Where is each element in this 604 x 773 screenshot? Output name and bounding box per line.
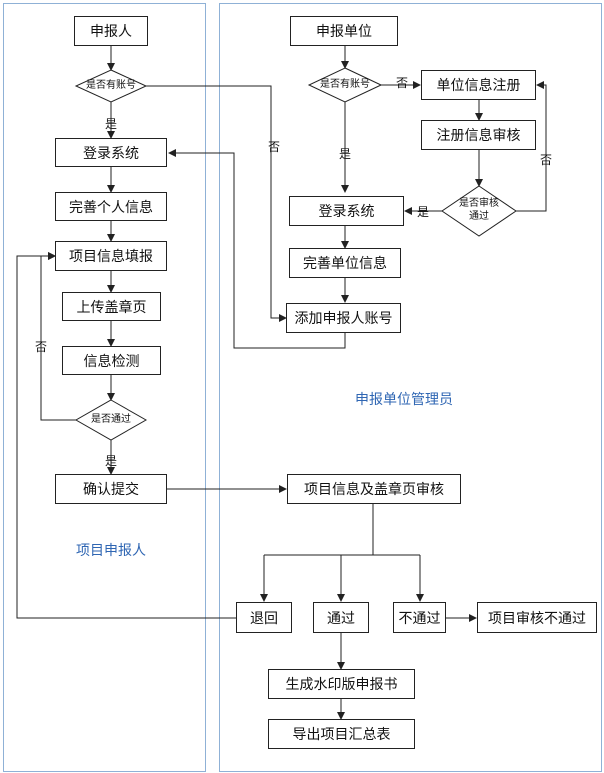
node-fill-project: 项目信息填报 [55, 241, 167, 271]
node-unit-register: 单位信息注册 [421, 70, 536, 100]
node-add-applicant: 添加申报人账号 [286, 303, 401, 333]
node-review-fail: 项目审核不通过 [477, 602, 597, 633]
edge-label-no: 否 [396, 76, 409, 90]
node-not-pass: 不通过 [393, 602, 446, 633]
lane-title-unit-admin: 申报单位管理员 [355, 392, 453, 408]
lane-title-applicant: 项目申报人 [76, 543, 146, 559]
node-complete-personal: 完善个人信息 [55, 192, 167, 221]
edge-label-yes: 是 [105, 117, 118, 131]
edge-label-yes: 是 [105, 454, 118, 468]
edge-label-no: 否 [540, 153, 553, 167]
decision-has-account-left-text: 是否有账号 [86, 80, 136, 91]
edge-label-no: 否 [35, 340, 48, 354]
node-pass: 通过 [313, 602, 369, 633]
node-return: 退回 [236, 602, 292, 633]
decision-review-passed-text-1: 是否审核 [459, 198, 499, 209]
node-info-check: 信息检测 [62, 346, 161, 375]
unit-admin-lane [219, 3, 602, 772]
edge-label-no: 否 [268, 140, 281, 154]
node-export: 导出项目汇总表 [268, 719, 415, 749]
node-applicant: 申报人 [74, 16, 148, 46]
applicant-lane [3, 3, 206, 772]
node-upload-seal: 上传盖章页 [62, 292, 161, 321]
decision-passed [74, 399, 148, 441]
edge-label-yes: 是 [417, 205, 430, 219]
node-confirm-submit: 确认提交 [55, 474, 167, 504]
node-complete-unit: 完善单位信息 [289, 248, 401, 278]
decision-has-account-left [74, 69, 148, 103]
decision-has-account-right-text: 是否有账号 [320, 79, 370, 90]
node-register-review: 注册信息审核 [421, 120, 536, 150]
node-login-left: 登录系统 [55, 138, 167, 167]
node-project-review: 项目信息及盖章页审核 [287, 474, 461, 504]
edge-label-yes: 是 [339, 147, 352, 161]
decision-passed-text: 是否通过 [91, 414, 131, 425]
decision-review-passed-text-2: 通过 [469, 211, 489, 222]
node-watermark: 生成水印版申报书 [268, 669, 415, 699]
node-unit: 申报单位 [290, 16, 398, 46]
decision-has-account-right [307, 67, 383, 103]
node-login-right: 登录系统 [289, 196, 404, 226]
decision-review-passed [441, 185, 517, 237]
